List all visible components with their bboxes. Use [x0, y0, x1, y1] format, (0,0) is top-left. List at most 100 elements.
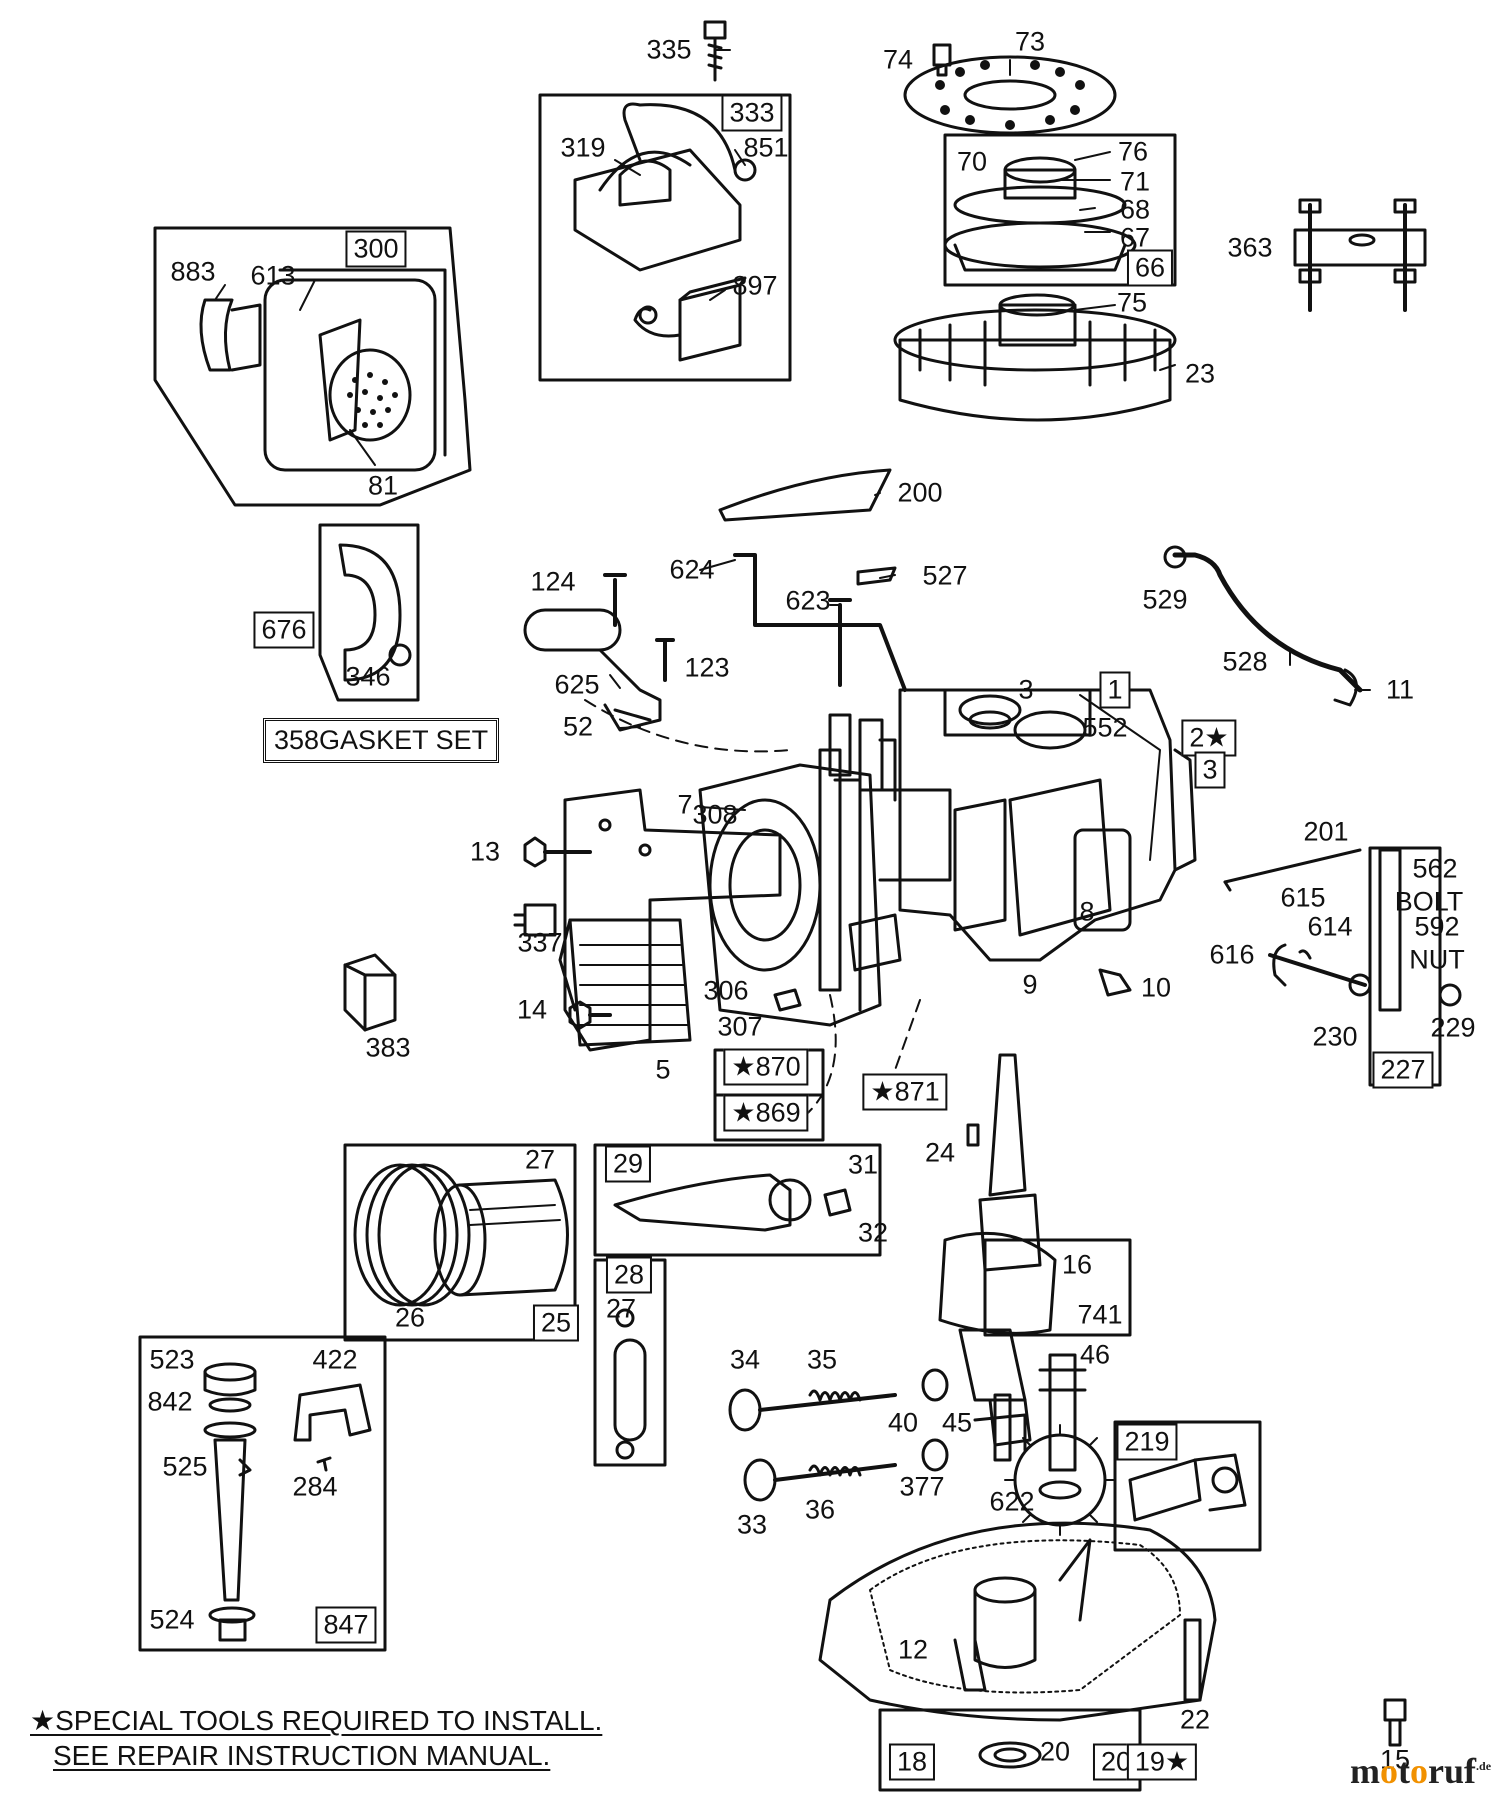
callout-201: 201 — [1303, 816, 1349, 847]
watermark-logo: motoruf.de — [1350, 1750, 1491, 1792]
callout-870: ★870 — [723, 1048, 809, 1086]
callout-33: 33 — [736, 1509, 768, 1540]
special-tools-note: ★SPECIAL TOOLS REQUIRED TO INSTALL. — [30, 1705, 603, 1736]
callout-524: 524 — [149, 1604, 195, 1635]
callout-230: 230 — [1312, 1021, 1358, 1052]
bolt-22 — [1183, 1618, 1202, 1702]
connecting-rod — [613, 1173, 852, 1232]
ignition-coil-897 — [633, 276, 747, 362]
callout-306: 306 — [703, 975, 749, 1006]
callout-308: 308 — [692, 799, 738, 830]
bracket-422 — [293, 1383, 372, 1442]
callout-20: 20 — [1039, 1736, 1071, 1767]
callout-10: 10 — [1140, 972, 1172, 1003]
callout-36: 36 — [804, 1494, 836, 1525]
callout-897: 897 — [732, 270, 778, 301]
piston-rings — [353, 1163, 471, 1307]
callout-592: 592 — [1414, 911, 1460, 942]
callout-1: 1 — [1099, 671, 1131, 709]
oil-dipstick-frame — [138, 1335, 387, 1652]
callout-624: 624 — [669, 554, 715, 585]
starter-clutch — [943, 156, 1137, 272]
wrist-pin — [613, 1308, 647, 1460]
callout-527: 527 — [922, 560, 968, 591]
callout-229: 229 — [1430, 1012, 1476, 1043]
callout-847: 847 — [315, 1606, 377, 1644]
bolt-10 — [1098, 968, 1132, 997]
callout-300: 300 — [345, 230, 407, 268]
seal-20 — [978, 1741, 1042, 1769]
callout-76: 76 — [1117, 136, 1149, 167]
callout-219: 219 — [1116, 1423, 1178, 1461]
cylinder-head-bolts-363 — [1293, 198, 1427, 312]
callout-319: 319 — [560, 132, 606, 163]
callout-7: 7 — [677, 789, 693, 820]
callout-883: 883 — [170, 256, 216, 287]
repair-manual-note: SEE REPAIR INSTRUCTION MANUAL. — [53, 1740, 551, 1771]
connecting-rod-frame — [593, 1143, 882, 1257]
callout-851: 851 — [743, 132, 789, 163]
callout-346: 346 — [345, 661, 391, 692]
blower-housing-screen — [903, 55, 1117, 135]
callout-28: 28 — [605, 1256, 653, 1294]
leader-lines — [214, 49, 1371, 861]
clip-527 — [856, 566, 897, 586]
link-201 — [1223, 848, 1362, 892]
callout-18: 18 — [888, 1743, 936, 1781]
callout-562: 562 — [1412, 853, 1458, 884]
callout-22: 22 — [1179, 1704, 1211, 1735]
throttle-bracket-frame — [1368, 846, 1442, 1087]
oil-dipstick — [203, 1362, 257, 1642]
callout-68: 68 — [1119, 194, 1151, 225]
callout-71: 71 — [1119, 166, 1151, 197]
callout-335: 335 — [646, 34, 692, 65]
callout-24: 24 — [924, 1137, 956, 1168]
callout-377: 377 — [899, 1471, 945, 1502]
callout-15: 15 — [1379, 1744, 1411, 1775]
gasket-set-label: 358GASKET SET — [263, 718, 500, 763]
callout-75: 75 — [1116, 287, 1148, 318]
callout-422: 422 — [312, 1344, 358, 1375]
callout-2-star: 2★ — [1181, 719, 1237, 757]
callout-623: 623 — [785, 585, 831, 616]
bolt-14 — [568, 1000, 612, 1030]
flywheel — [893, 293, 1177, 422]
callout-869: ★869 — [723, 1094, 809, 1132]
callout-16: 16 — [1061, 1249, 1093, 1280]
callout-871: ★871 — [862, 1073, 948, 1111]
link-624-623 — [733, 553, 907, 692]
crankshaft — [938, 1053, 1057, 1452]
screw-284 — [316, 1456, 332, 1472]
sump-cover — [818, 1521, 1217, 1722]
cylinder-head-gasket-line — [584, 699, 921, 1121]
muffler-frame — [153, 226, 472, 507]
callout-9: 9 — [1022, 969, 1038, 1000]
muffler — [199, 268, 447, 472]
callout-3-boxed: 3 — [1194, 751, 1226, 789]
callout-528: 528 — [1222, 646, 1268, 677]
governor-219 — [1128, 1453, 1247, 1522]
ignition-frame — [538, 93, 792, 382]
callout-123: 123 — [684, 652, 730, 683]
callout-31: 31 — [847, 1149, 879, 1180]
ignition-armature — [573, 102, 757, 272]
callout-32: 32 — [857, 1217, 889, 1248]
callout-124: 124 — [530, 566, 576, 597]
callout-383: 383 — [365, 1032, 411, 1063]
callout-23: 23 — [1184, 358, 1216, 389]
callout-81: 81 — [367, 470, 399, 501]
washer-229 — [1438, 983, 1462, 1007]
valve-33 — [743, 1458, 897, 1502]
breather-tube-528 — [1163, 545, 1363, 707]
callout-615: 615 — [1280, 882, 1326, 913]
callout-74: 74 — [882, 44, 914, 75]
callout-523: 523 — [149, 1344, 195, 1375]
callout-29: 29 — [604, 1145, 652, 1183]
callout-842: 842 — [147, 1386, 193, 1417]
key-24 — [966, 1123, 980, 1147]
armature-screw-335 — [703, 20, 727, 82]
callout-27: 27 — [524, 1144, 556, 1175]
fitting-337 — [513, 903, 557, 937]
callout-40: 40 — [887, 1407, 919, 1438]
dowel-307 — [773, 988, 802, 1012]
